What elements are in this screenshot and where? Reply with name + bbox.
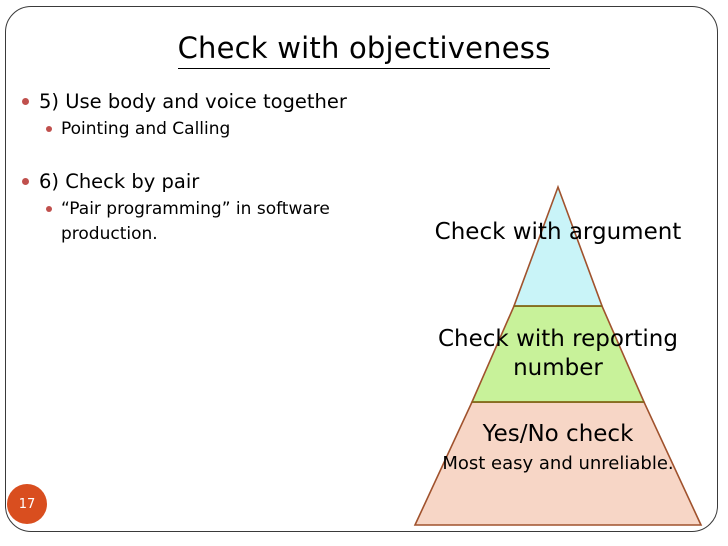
bullet-item-label: Pointing and Calling <box>61 119 231 139</box>
bullet-item-level1: 6) Check by pair <box>22 168 397 195</box>
bullet-item-label: 6) Check by pair <box>39 170 200 193</box>
page-number-badge: 17 <box>7 484 47 524</box>
bullet-dot-icon <box>22 98 29 105</box>
bullet-dot-icon <box>46 206 52 212</box>
pyramid-shape <box>413 184 703 526</box>
page-number-text: 17 <box>18 496 36 512</box>
pyramid-tier-top <box>512 184 604 307</box>
page-title-text: Check with objectiveness <box>177 31 551 69</box>
page-title: Check with objectiveness <box>0 30 728 69</box>
bullet-dot-icon <box>46 126 52 132</box>
bullet-group-spacer <box>22 142 397 168</box>
pyramid-tier-bottom <box>413 401 703 526</box>
bullet-item-label: “Pair programming” in software productio… <box>61 199 330 244</box>
pyramid-tier-middle <box>470 305 646 403</box>
bullet-dot-icon <box>22 178 29 185</box>
bullet-item-level2: “Pair programming” in software productio… <box>46 197 397 247</box>
bullet-item-level1: 5) Use body and voice together <box>22 88 397 115</box>
bullet-item-label: 5) Use body and voice together <box>39 90 347 113</box>
bullet-item-level2: Pointing and Calling <box>46 117 397 142</box>
slide-body: 5) Use body and voice together Pointing … <box>22 88 397 247</box>
objectiveness-pyramid: Check with argument Check with reporting… <box>398 180 718 532</box>
